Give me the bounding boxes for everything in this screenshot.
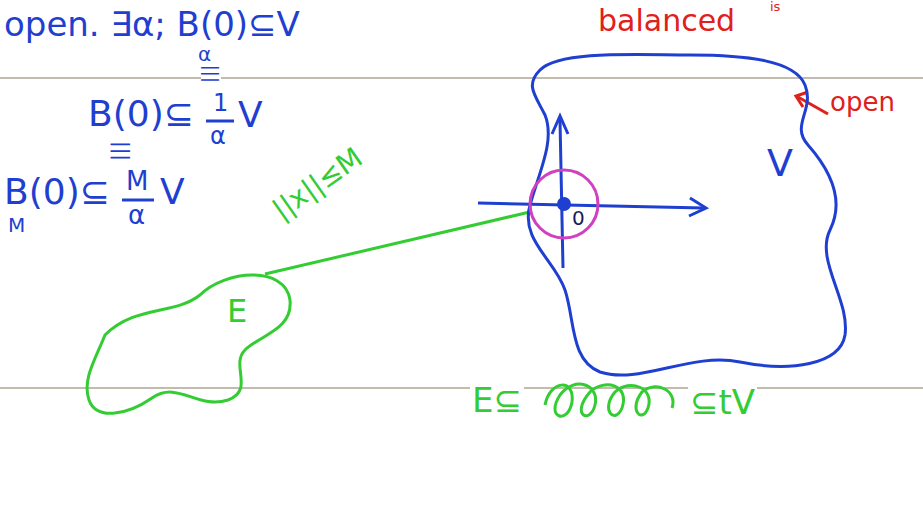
superscript-note: is — [770, 0, 780, 14]
scribble — [545, 384, 673, 416]
property-note: open — [830, 88, 895, 117]
set-outline — [87, 275, 290, 413]
ruled-line — [0, 77, 923, 79]
fraction-denominator: α — [128, 201, 145, 230]
region-outline — [528, 54, 845, 375]
ball-outline — [530, 170, 598, 238]
property-note: balanced — [598, 4, 735, 37]
set-name: E — [227, 294, 247, 329]
statement: B(0)⊆ — [4, 172, 110, 212]
region-node: V0 — [515, 45, 860, 395]
inclusion: ⊆tV — [688, 384, 757, 421]
norm-line — [265, 212, 531, 274]
edge-label: ||x||≤M — [267, 143, 368, 227]
set-symbol: V — [238, 95, 263, 135]
region-node: 0 — [528, 168, 600, 240]
equivalence-mark: ||| — [111, 141, 133, 161]
set-outline — [80, 262, 300, 425]
region-node: E — [80, 262, 300, 425]
set-symbol: V — [160, 172, 185, 212]
origin-dot — [557, 197, 571, 211]
ball-outline — [528, 168, 600, 240]
set-name: V — [767, 143, 793, 185]
fraction-denominator: α — [210, 123, 226, 149]
arrow-head — [689, 198, 706, 216]
x-axis — [478, 203, 704, 208]
inclusion: E⊆ — [470, 382, 524, 419]
subscript: α — [198, 43, 211, 65]
fraction-numerator: M — [126, 167, 148, 196]
fraction-numerator: 1 — [213, 90, 228, 116]
statement: open. ∃α; B(0)⊆V — [4, 6, 300, 43]
region-outline — [515, 45, 860, 395]
statement: B(0)⊆ — [88, 94, 194, 134]
subscript: M — [8, 214, 25, 236]
arrow-head — [552, 116, 568, 134]
origin-label: 0 — [572, 207, 585, 229]
equivalence-mark: ||| — [201, 63, 221, 85]
ruled-line — [0, 387, 923, 389]
y-axis — [560, 120, 563, 268]
